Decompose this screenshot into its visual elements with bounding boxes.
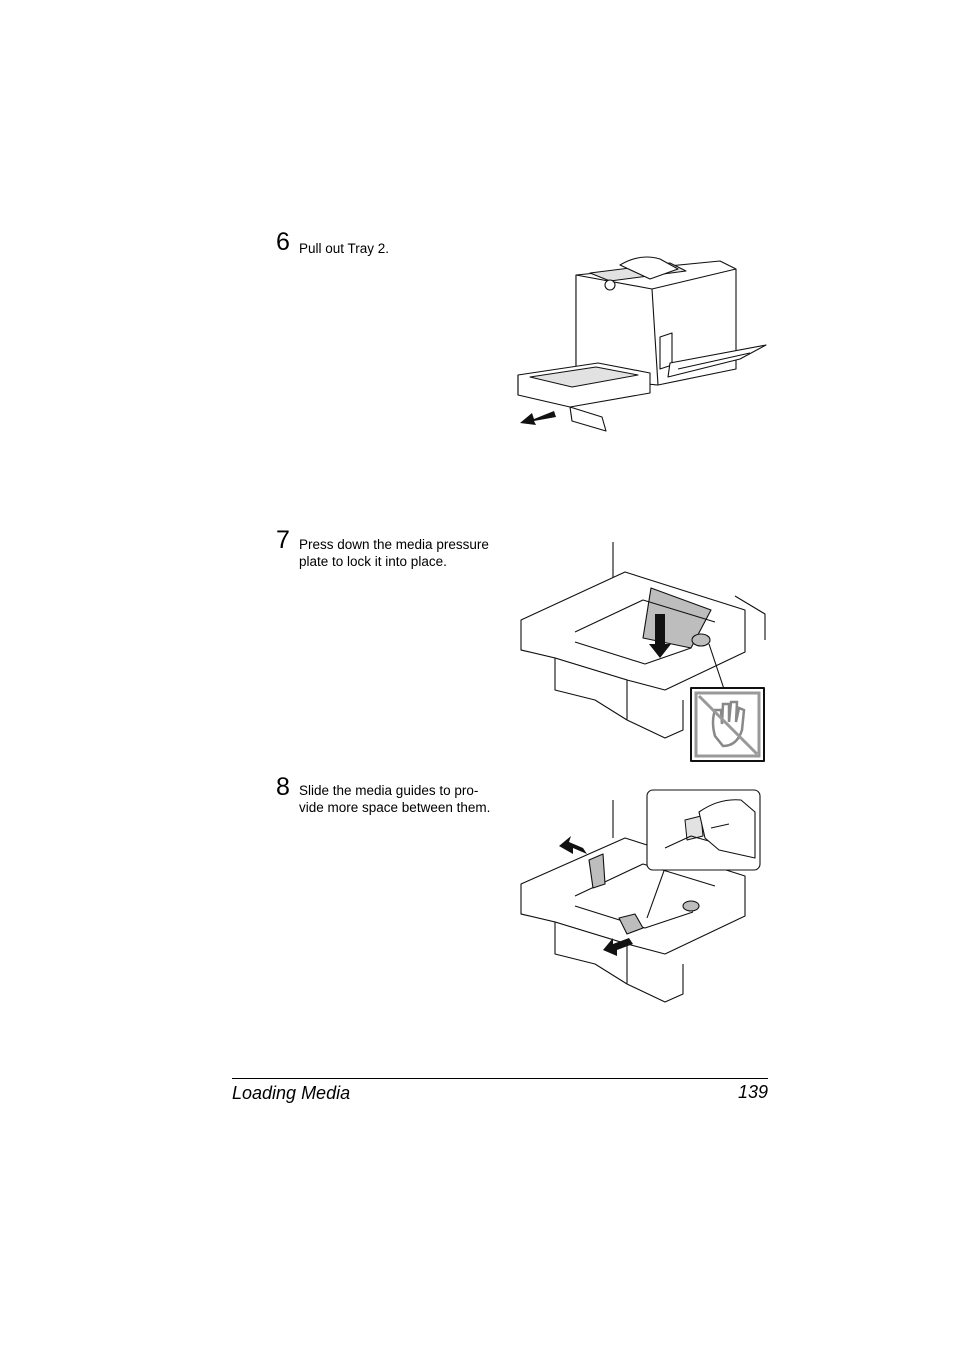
footer-page-number: 139 xyxy=(737,1082,768,1102)
step-number: 8 xyxy=(276,773,290,801)
illustration-press-pressure-plate xyxy=(520,542,766,762)
illustration-pull-out-tray xyxy=(517,256,767,432)
step-instruction: Press down the media pressure plate to l… xyxy=(299,537,489,569)
illustration-slide-media-guides xyxy=(520,789,761,1003)
footer-section-title: Loading Media xyxy=(232,1083,351,1103)
step-number: 7 xyxy=(276,526,290,554)
step-instruction: Slide the media guides to pro- vide more… xyxy=(299,783,491,815)
footer-rule xyxy=(232,1078,768,1079)
step-instruction: Pull out Tray 2. xyxy=(299,241,390,256)
step-number: 6 xyxy=(276,228,290,256)
